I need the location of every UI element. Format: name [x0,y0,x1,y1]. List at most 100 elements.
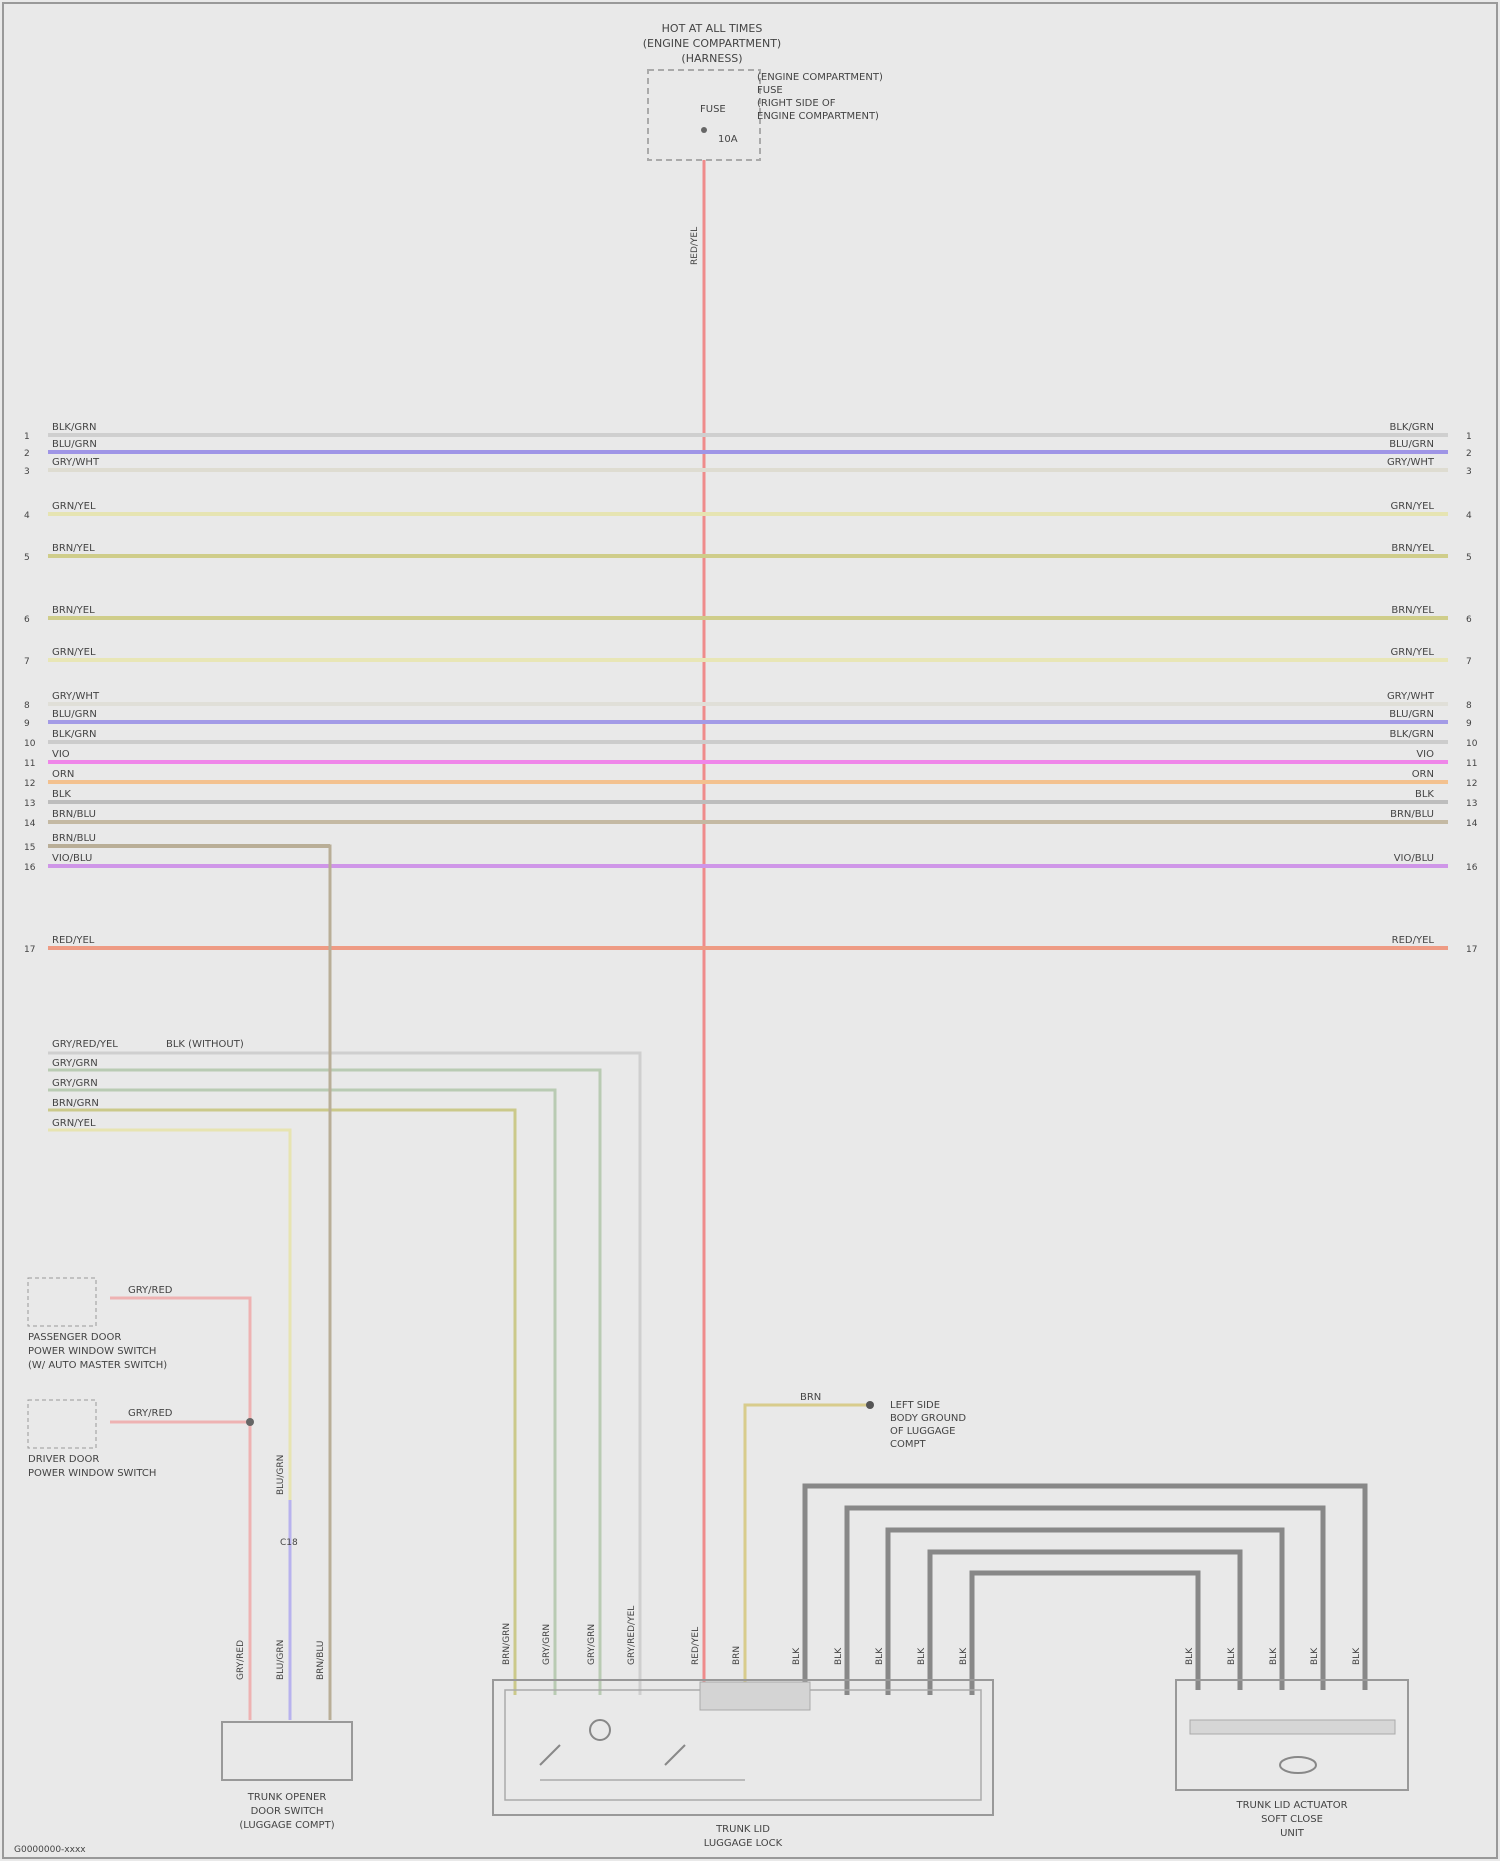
bl-line-1: TRUNK OPENER [247,1792,327,1803]
bus-label-right-4: GRN/YEL [1390,501,1434,512]
bus-id-left-12: 12 [24,779,35,789]
bus-id-left-14: 14 [24,819,36,829]
bl-line-2: DOOR SWITCH [251,1806,324,1817]
lower-label-5: BRN/GRN [52,1098,99,1109]
bc-pin-6: BRN [732,1646,742,1665]
bus-label-left-13: BLK [52,789,71,800]
bl-pin-3: BRN/BLU [316,1640,326,1680]
br-pin-2: BLK [1227,1647,1237,1665]
br-pin-1: BLK [1185,1647,1195,1665]
fuse-label: FUSE [700,104,726,115]
bc-pin-7: BLK [792,1647,802,1665]
bc-line-2: LUGGAGE LOCK [704,1838,783,1849]
bus-label-left-10: BLK/GRN [52,729,97,740]
bc-pin-9: BLK [875,1647,885,1665]
ground-terminal [866,1401,874,1409]
fuse-note-3: (RIGHT SIDE OF [757,98,836,109]
bc-line-1: TRUNK LID [715,1824,770,1835]
bus-id-left-1: 1 [24,432,30,442]
bus-id-left-5: 5 [24,553,30,563]
bus-id-right-2: 2 [1466,449,1472,459]
ground-note-3: OF LUGGAGE [890,1426,955,1437]
bus-id-right-6: 6 [1466,615,1472,625]
passenger-switch-wire-label: GRY/RED [128,1285,173,1296]
lower-label-3: GRY/GRN [52,1058,98,1069]
bus-id-right-5: 5 [1466,553,1472,563]
bus-id-right-11: 11 [1466,759,1477,769]
bus-label-left-5: BRN/YEL [52,543,95,554]
lower-label-4: GRY/GRN [52,1078,98,1089]
bus-label-left-16: VIO/BLU [52,853,92,864]
br-pin-5: BLK [1352,1647,1362,1665]
bus-id-left-7: 7 [24,657,30,667]
bus-label-left-12: ORN [52,769,74,780]
lower-label-1: GRY/RED/YEL [52,1039,118,1050]
main-wire-label: RED/YEL [690,227,700,265]
bus-id-left-8: 8 [24,701,30,711]
bus-label-right-13: BLK [1415,789,1434,800]
fuse-note-4: ENGINE COMPARTMENT) [757,111,879,122]
top-title-3: (HARNESS) [681,52,742,65]
lower-label-6: GRN/YEL [52,1118,96,1129]
bus-label-right-12: ORN [1412,769,1434,780]
br-pin-3: BLK [1269,1647,1279,1665]
footer-code: G0000000-xxxx [14,1845,86,1855]
bus-label-right-2: BLU/GRN [1389,439,1434,450]
bus-id-left-6: 6 [24,615,30,625]
bus-label-right-17: RED/YEL [1392,935,1435,946]
bus-id-right-10: 10 [1466,739,1478,749]
bus-label-left-17: RED/YEL [52,935,95,946]
bus-label-right-3: GRY/WHT [1387,457,1435,468]
passenger-switch-line-3: (W/ AUTO MASTER SWITCH) [28,1360,167,1371]
bus-id-right-7: 7 [1466,657,1472,667]
bus-id-left-10: 10 [24,739,36,749]
bus-label-left-2: BLU/GRN [52,439,97,450]
fuse-terminal [701,127,707,133]
bus-label-right-11: VIO [1416,749,1434,760]
bus-id-right-16: 16 [1466,863,1478,873]
bus-label-right-9: BLU/GRN [1389,709,1434,720]
mid-connector-label: C18 [280,1538,298,1548]
bus-id-right-8: 8 [1466,701,1472,711]
bl-pin-1: GRY/RED [236,1640,246,1680]
bus-id-left-15: 15 [24,843,35,853]
bc-pin-10: BLK [917,1647,927,1665]
bus-label-right-1: BLK/GRN [1389,422,1434,433]
br-line-3: UNIT [1280,1828,1305,1839]
bus-id-right-17: 17 [1466,945,1477,955]
top-title-2: (ENGINE COMPARTMENT) [643,37,781,50]
bus-id-right-13: 13 [1466,799,1477,809]
bc-pin-8: BLK [834,1647,844,1665]
bus-id-left-9: 9 [24,719,30,729]
bus-label-left-14: BRN/BLU [52,809,96,820]
br-pin-4: BLK [1310,1647,1320,1665]
top-title-1: HOT AT ALL TIMES [662,22,763,35]
bus-label-right-14: BRN/BLU [1390,809,1434,820]
ground-note-1: LEFT SIDE [890,1400,940,1411]
lower-label-2: BLK (WITHOUT) [166,1039,244,1050]
bus-id-left-16: 16 [24,863,36,873]
passenger-switch-line-2: POWER WINDOW SWITCH [28,1346,156,1357]
bus-id-left-3: 3 [24,467,30,477]
fuse-note-2: FUSE [757,85,783,96]
driver-switch-line-1: DRIVER DOOR [28,1454,99,1465]
bus-label-left-7: GRN/YEL [52,647,96,658]
page-border [3,3,1497,1858]
bus-id-left-4: 4 [24,511,30,521]
bus-id-left-17: 17 [24,945,35,955]
bus-label-left-8: GRY/WHT [52,691,100,702]
bus-id-right-1: 1 [1466,432,1472,442]
bus-id-right-4: 4 [1466,511,1472,521]
bus-label-left-9: BLU/GRN [52,709,97,720]
bc-pin-1: BRN/GRN [502,1623,512,1665]
bl-pin-2: BLU/GRN [276,1640,286,1680]
bus-label-left-11: VIO [52,749,70,760]
bus-id-left-11: 11 [24,759,35,769]
mid-wire-label: BLU/GRN [276,1455,286,1495]
bus-label-right-8: GRY/WHT [1387,691,1435,702]
bus-label-right-16: VIO/BLU [1394,853,1434,864]
bus-label-left-4: GRN/YEL [52,501,96,512]
bus-label-left-1: BLK/GRN [52,422,97,433]
bc-pin-3: GRY/GRN [587,1624,597,1665]
bus-id-right-9: 9 [1466,719,1472,729]
